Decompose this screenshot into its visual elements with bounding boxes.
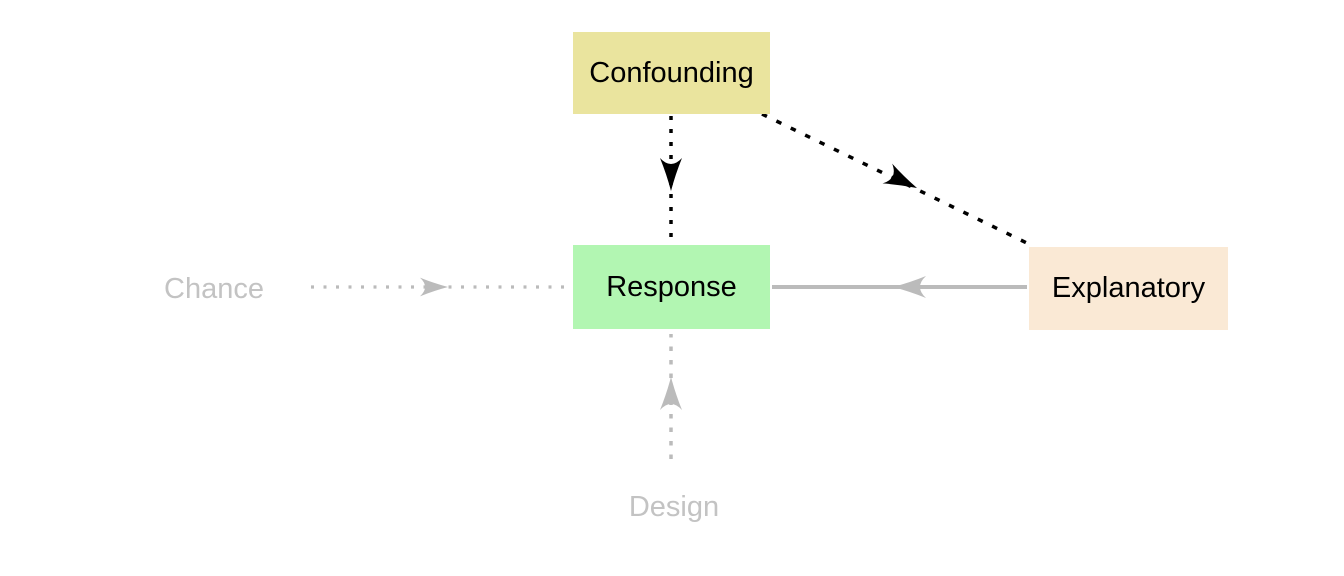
- node-confounding-label: Confounding: [589, 56, 754, 89]
- node-response: Response: [573, 245, 770, 329]
- arrowhead-chance-response: [419, 277, 448, 297]
- node-response-label: Response: [606, 270, 737, 303]
- label-design: Design: [594, 490, 754, 524]
- node-confounding: Confounding: [573, 32, 770, 114]
- label-design-text: Design: [628, 490, 720, 523]
- edge-confounding-explanatory: [761, 112, 1034, 248]
- label-chance: Chance: [138, 272, 290, 306]
- arrowhead-explanatory-response: [893, 276, 926, 298]
- arrowhead-design-response: [660, 377, 682, 410]
- arrowhead-confounding-response: [660, 158, 682, 191]
- node-explanatory-label: Explanatory: [1051, 272, 1206, 304]
- arrowhead-confounding-explanatory: [882, 163, 917, 188]
- label-chance-text: Chance: [164, 272, 264, 305]
- node-explanatory: Explanatory: [1029, 247, 1228, 330]
